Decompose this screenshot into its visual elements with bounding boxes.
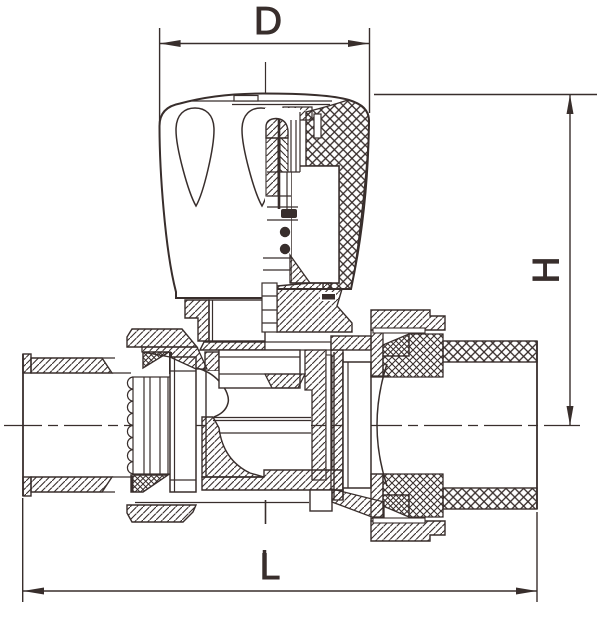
svg-text:H: H xyxy=(526,257,567,284)
svg-text:D: D xyxy=(254,0,282,43)
svg-text:L: L xyxy=(260,546,281,587)
